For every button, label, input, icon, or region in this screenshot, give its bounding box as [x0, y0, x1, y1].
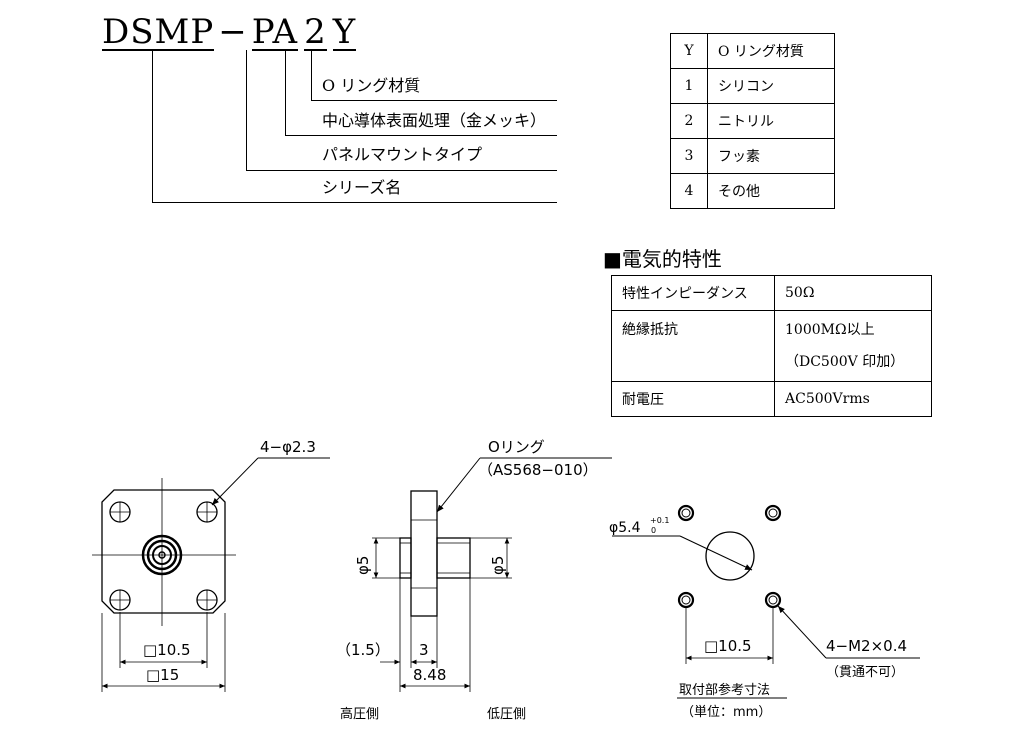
mount-view	[612, 504, 920, 699]
leader-oring	[311, 50, 312, 100]
high-side-body	[399, 537, 412, 579]
table-row: Y O リング材質	[670, 33, 835, 69]
sq-outer-label: □15	[146, 666, 179, 684]
thread-hole	[677, 591, 695, 609]
pn-series: DSMP	[102, 12, 215, 52]
leader-series	[152, 50, 153, 202]
oring-label: Oリング	[488, 438, 545, 456]
thread-hole	[677, 504, 695, 522]
front-view	[92, 457, 330, 692]
mount-sq-label: □10.5	[704, 637, 752, 655]
dim-8-48: 8.48	[413, 666, 446, 684]
dia-left-label: φ5	[354, 556, 372, 575]
dim-1-5: （1.5）	[336, 641, 390, 659]
unit-label: （単位：mm）	[681, 704, 771, 720]
oring-material-table: Y O リング材質 1 シリコン 2 ニトリル 3 フッ素 4 その他	[670, 33, 835, 209]
dim-3: 3	[419, 641, 429, 659]
oring-spec: （AS568−010）	[478, 461, 598, 479]
flange-side	[410, 490, 438, 617]
holes-label: 4−φ2.3	[260, 438, 316, 456]
table-cell: 絶縁抵抗	[611, 310, 775, 382]
table-row: 絶縁抵抗 1000MΩ以上 （DC500V 印加）	[611, 310, 932, 382]
leader-panel-h	[246, 170, 557, 171]
low-side-label: 低圧側	[487, 707, 526, 722]
table-cell-line: （DC500V 印加）	[785, 354, 905, 370]
leader-plating-h	[285, 135, 557, 136]
leader-series-h	[152, 202, 557, 203]
hole-dia-label: φ5.4	[609, 520, 641, 536]
table-cell: 3	[670, 138, 708, 174]
leader-oring-h	[311, 100, 557, 101]
table-cell: 特性インピーダンス	[611, 275, 775, 311]
electrical-title: ■電気的特性	[603, 247, 722, 271]
table-cell: 耐電圧	[611, 381, 775, 417]
callout-oring: O リング材質	[322, 76, 421, 95]
side-view	[372, 457, 612, 692]
flange-outline	[101, 489, 226, 614]
sq-inner-label: □10.5	[143, 641, 191, 659]
hole-tol-upper: +0.1	[650, 516, 669, 525]
pn-dash: −	[218, 12, 248, 52]
thread-note: （貫通不可）	[826, 665, 904, 680]
callout-panel: パネルマウントタイプ	[322, 145, 483, 164]
table-row: 2 ニトリル	[670, 103, 835, 139]
pn-oring: Y	[332, 12, 357, 52]
material-header: O リング材質	[707, 33, 835, 69]
callout-plating: 中心導体表面処理（金メッキ）	[322, 111, 547, 130]
low-side-body	[436, 537, 471, 579]
table-cell: 50Ω	[774, 275, 932, 311]
y-header: Y	[670, 33, 708, 69]
table-cell: ニトリル	[707, 103, 835, 139]
pn-panel: PA	[251, 12, 299, 52]
thread-label: 4−M2×0.4	[826, 637, 907, 655]
dia-right-label: φ5	[489, 556, 507, 575]
center-hole	[705, 531, 755, 581]
mount-title: 取付部参考寸法	[679, 682, 770, 698]
high-side-label: 高圧側	[340, 706, 379, 722]
callout-series: シリーズ名	[322, 178, 402, 197]
table-row: 4 その他	[670, 173, 835, 209]
table-cell: 1000MΩ以上 （DC500V 印加）	[774, 310, 932, 382]
electrical-table: 特性インピーダンス 50Ω 絶縁抵抗 1000MΩ以上 （DC500V 印加） …	[611, 275, 932, 417]
leader-panel	[246, 50, 247, 170]
table-row: 特性インピーダンス 50Ω	[611, 275, 932, 311]
table-cell-line: 1000MΩ以上	[785, 322, 875, 338]
hole-tol-lower: 0	[651, 526, 656, 535]
leader-plating	[285, 50, 286, 135]
table-cell: AC500Vrms	[774, 381, 932, 417]
thread-hole	[764, 504, 782, 522]
pn-plating: 2	[304, 12, 327, 52]
table-cell: その他	[707, 173, 835, 209]
thread-hole	[764, 591, 782, 609]
table-row: 耐電圧 AC500Vrms	[611, 381, 932, 417]
table-cell: 4	[670, 173, 708, 209]
table-cell: 1	[670, 68, 708, 104]
